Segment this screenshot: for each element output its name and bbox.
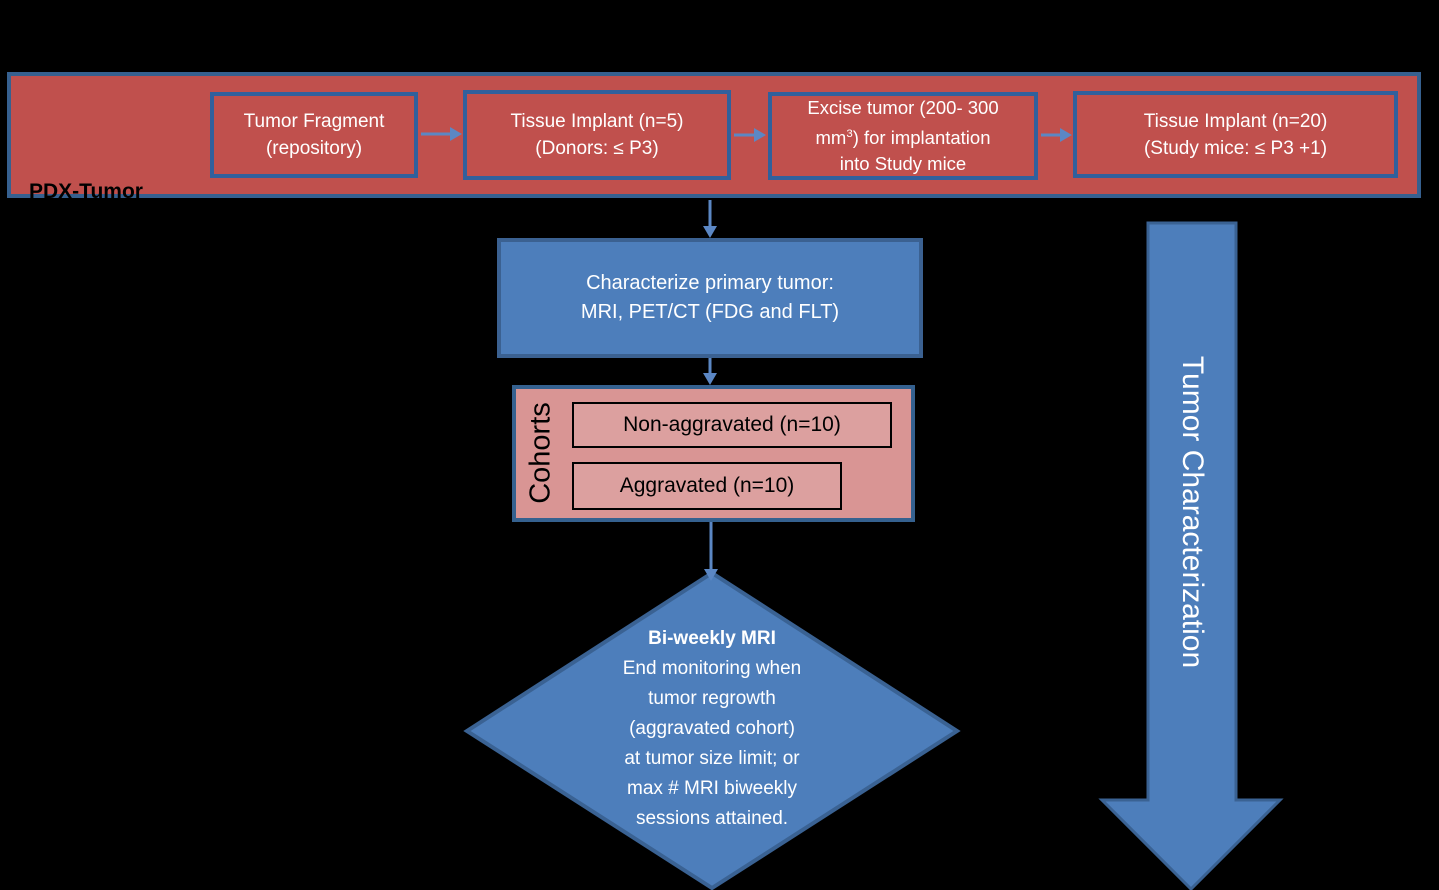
step-tissue-implant-n20: Tissue Implant (n=20) (Study mice: ≤ P3 … xyxy=(1073,91,1398,178)
connector-step2-step3 xyxy=(734,128,766,142)
decision-diamond-shape xyxy=(463,570,961,890)
step-tissue-implant-n20-line2: (Study mice: ≤ P3 +1) xyxy=(1143,137,1328,159)
step-tissue-implant-n5-line1: Tissue Implant (n=5) xyxy=(510,111,684,132)
diamond-line-5: max # MRI biweekly xyxy=(627,778,797,799)
connector-step1-step2 xyxy=(421,127,462,141)
tumor-characterization-arrow-shape xyxy=(1098,221,1284,890)
connector-characterize-cohorts xyxy=(703,358,717,385)
step-tumor-fragment: Tumor Fragment (repository) xyxy=(210,92,418,178)
decision-diamond-text: Bi-weekly MRI End monitoring when tumor … xyxy=(552,624,872,834)
diamond-line-6: sessions attained. xyxy=(635,808,789,829)
diamond-title: Bi-weekly MRI xyxy=(648,628,776,649)
banner-title-line2: Development xyxy=(29,211,161,234)
cohort-aggravated: Aggravated (n=10) xyxy=(572,462,842,510)
excise-mm-text: mm xyxy=(815,127,847,149)
diamond-line-3: (aggravated cohort) xyxy=(629,718,795,739)
characterize-line2: MRI, PET/CT (FDG and FLT) xyxy=(580,301,840,323)
tumor-characterization-label: Tumor Characterization xyxy=(1176,355,1209,669)
diamond-line-1: End monitoring when xyxy=(622,658,802,679)
banner-title-line1: PDX-Tumor xyxy=(29,180,143,203)
step-tissue-implant-n5-line2: (Donors: ≤ P3) xyxy=(535,138,659,159)
characterize-line1: Characterize primary tumor: xyxy=(586,272,834,294)
step-tissue-implant-n20-line1: Tissue Implant (n=20) xyxy=(1143,110,1328,132)
connector-cohorts-diamond xyxy=(704,522,718,581)
diamond-line-4: at tumor size limit; or xyxy=(624,748,800,769)
characterize-primary-tumor-box: Characterize primary tumor: MRI, PET/CT … xyxy=(497,238,923,358)
step-excise-tumor-line2: mm3) for implantation xyxy=(815,121,990,151)
step-excise-tumor: Excise tumor (200- 300 mm3) for implanta… xyxy=(768,92,1038,180)
excise-superscript: 3 xyxy=(846,127,853,140)
diamond-line-2: tumor regrowth xyxy=(648,688,776,709)
step-excise-tumor-line1: Excise tumor (200- 300 xyxy=(807,96,999,118)
step-tumor-fragment-line2: (repository) xyxy=(265,138,363,159)
cohort-non-aggravated: Non-aggravated (n=10) xyxy=(572,402,892,448)
banner-title: PDX-Tumor Development xyxy=(29,176,161,238)
step-tumor-fragment-line1: Tumor Fragment xyxy=(243,111,385,132)
connector-step3-step4 xyxy=(1041,128,1072,142)
connector-banner-characterize xyxy=(703,200,717,238)
excise-rest-text: ) for implantation xyxy=(852,127,991,149)
step-excise-tumor-line3: into Study mice xyxy=(839,153,967,175)
step-tissue-implant-n5: Tissue Implant (n=5) (Donors: ≤ P3) xyxy=(463,90,731,180)
